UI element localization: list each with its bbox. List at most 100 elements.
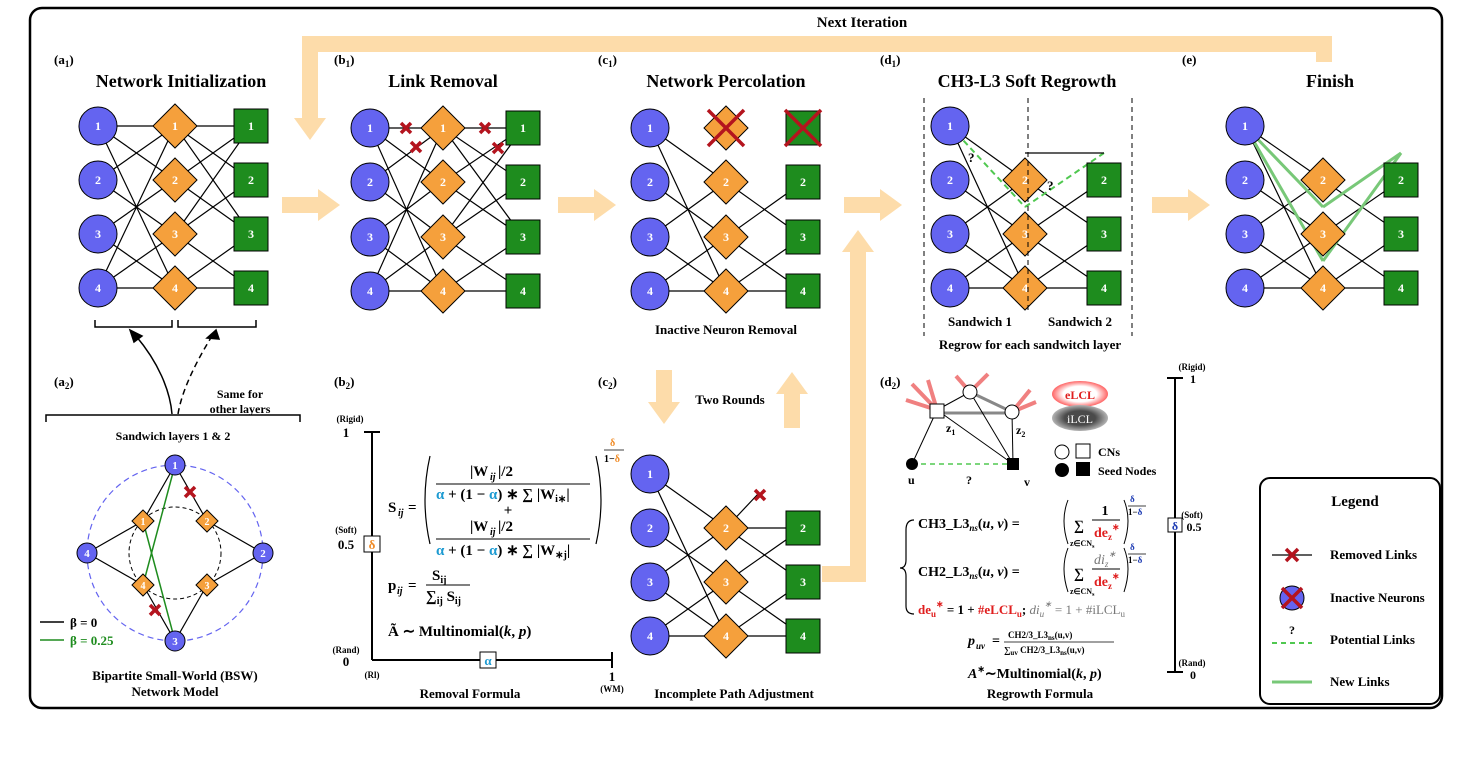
input-neuron-label: 2 [647,175,653,189]
output-neuron-2: 2 [233,162,269,198]
legend: Legend Removed Links Inactive Neurons ? … [1259,477,1441,705]
removed-link-icon [753,488,767,502]
legend-item-inactive-neurons: Inactive Neurons [1330,590,1425,605]
svg-text:1−δ: 1−δ [1128,555,1143,565]
svg-text:ij: ij [490,472,496,483]
output-neuron-3: 3 [1086,216,1122,252]
input-neuron-label: 4 [647,284,653,298]
input-neuron-4: 4 [1225,268,1265,308]
hidden-neuron-3: 3 [1002,211,1048,257]
input-neuron-3: 3 [630,562,670,602]
removal-formula-panel: (b2) (Rigid) 1 (Soft) 0.5 (Rand) 0 (Rl) … [332,374,624,701]
input-neuron-1: 1 [630,108,670,148]
input-neuron-3: 3 [78,214,118,254]
b2-rl: (Rl) [365,670,380,680]
same-for-1: Same for [217,387,264,401]
panel-tag-c2: (c2) [598,374,617,391]
bsw-caption-2: Network Model [131,684,218,699]
input-neuron-label: 2 [1242,173,1248,187]
hidden-neuron-label: 1 [440,121,446,135]
input-neuron-label: 2 [647,521,653,535]
svg-text:δ: δ [610,438,615,449]
ilcl-label: iLCL [1067,412,1093,426]
output-neuron-label: 1 [520,121,526,135]
regrowth-formula-equations: CH3_L3ns(u, v) = ∑ z∈CNs 1 dez∗ δ 1−δ CH… [899,494,1146,682]
caption-sandwich-1: Sandwich 1 [948,314,1012,329]
input-neuron-2: 2 [630,508,670,548]
svg-text:=: = [408,500,417,516]
hidden-neuron-3: 3 [703,559,749,605]
two-rounds-label: Two Rounds [695,392,764,407]
input-neuron-1: 1 [78,106,118,146]
b2-wm-one: 1 [609,669,616,684]
output-neuron-2: 2 [1383,162,1419,198]
svg-text:∑ij Sij: ∑ij Sij [426,589,461,607]
input-neuron-1: 1 [630,454,670,494]
svg-text:1: 1 [1102,504,1109,519]
bsw-hidden-neuron-1: 1 [131,509,155,533]
output-neuron-label: 4 [1101,281,1107,295]
svg-text:4: 4 [84,548,90,560]
hidden-neuron-2: 2 [420,159,466,205]
v-label: v [1024,475,1030,489]
delta-slider-box [363,535,381,553]
hidden-neuron-2: 2 [703,159,749,205]
output-neuron-label: 3 [800,230,806,244]
svg-text:=: = [408,578,417,594]
next-iteration-arrow: Next Iteration [294,15,1332,140]
input-neuron-label: 3 [647,230,653,244]
title-network-initialization: Network Initialization [96,71,267,91]
input-neuron-3: 3 [630,217,670,257]
hidden-neuron-2: 2 [1002,157,1048,203]
svg-text:S: S [388,500,396,516]
output-neuron-label: 2 [800,521,806,535]
hidden-neuron-3: 3 [703,214,749,260]
sandwich-layers-label: Sandwich layers 1 & 2 [116,429,231,443]
elcl-badge [1052,381,1108,407]
svg-text:diz∗: diz∗ [1094,549,1116,569]
hidden-neuron-label: 2 [440,175,446,189]
potential-link-question: ? [968,150,975,165]
hidden-neuron-2: 2 [152,157,198,203]
output-neuron-label: 4 [1398,281,1404,295]
d2-half: 0.5 [1187,520,1202,534]
removed-link-icon [183,485,197,499]
output-neuron-label: 4 [248,281,254,295]
seed-nodes-label: Seed Nodes [1098,464,1157,478]
b2-one: 1 [343,425,350,440]
hidden-neuron-label: 2 [172,173,178,187]
legend-title: Legend [1331,494,1379,510]
svg-text:|W: |W [470,464,488,480]
z2-label: z2 [1016,423,1025,439]
input-neuron-2: 2 [930,160,970,200]
sandwich-brackets [45,320,301,422]
svg-text:CH2_L3ns(u, v) =: CH2_L3ns(u, v) = [918,565,1020,581]
caption-regrowth-formula: Regrowth Formula [987,686,1094,701]
svg-text:2: 2 [205,517,210,528]
panel-tag-a1: (a1) [54,52,74,69]
hidden-neuron-label: 3 [172,227,178,241]
svg-text:δ: δ [1130,494,1135,504]
input-neuron-1: 1 [930,106,970,146]
svg-text:α + (1 − α) ∗ ∑ |Wi∗|: α + (1 − α) ∗ ∑ |Wi∗| [436,487,570,505]
panel-tag-d2: (d2) [880,374,900,391]
hidden-neuron-label: 4 [440,284,446,298]
bsw-caption-1: Bipartite Small-World (BSW) [92,668,257,683]
svg-text:CH3_L3ns(u, v) =: CH3_L3ns(u, v) = [918,517,1020,533]
output-neuron-3: 3 [785,219,821,255]
caption-removal-formula: Removal Formula [420,686,521,701]
b2-delta: δ [369,537,376,552]
input-neuron-label: 4 [1242,281,1248,295]
b2-zero: 0 [343,654,350,669]
output-neuron-label: 3 [248,227,254,241]
caption-regrow: Regrow for each sandwitch layer [939,337,1121,352]
svg-text:∑: ∑ [1074,519,1084,534]
hidden-neuron-label: 2 [1320,173,1326,187]
input-neuron-1: 1 [350,108,390,148]
output-neuron-3: 3 [505,219,541,255]
d2-zero: 0 [1190,668,1196,682]
z1-label: z1 [946,421,955,437]
hidden-neuron-1: 1 [420,105,466,151]
